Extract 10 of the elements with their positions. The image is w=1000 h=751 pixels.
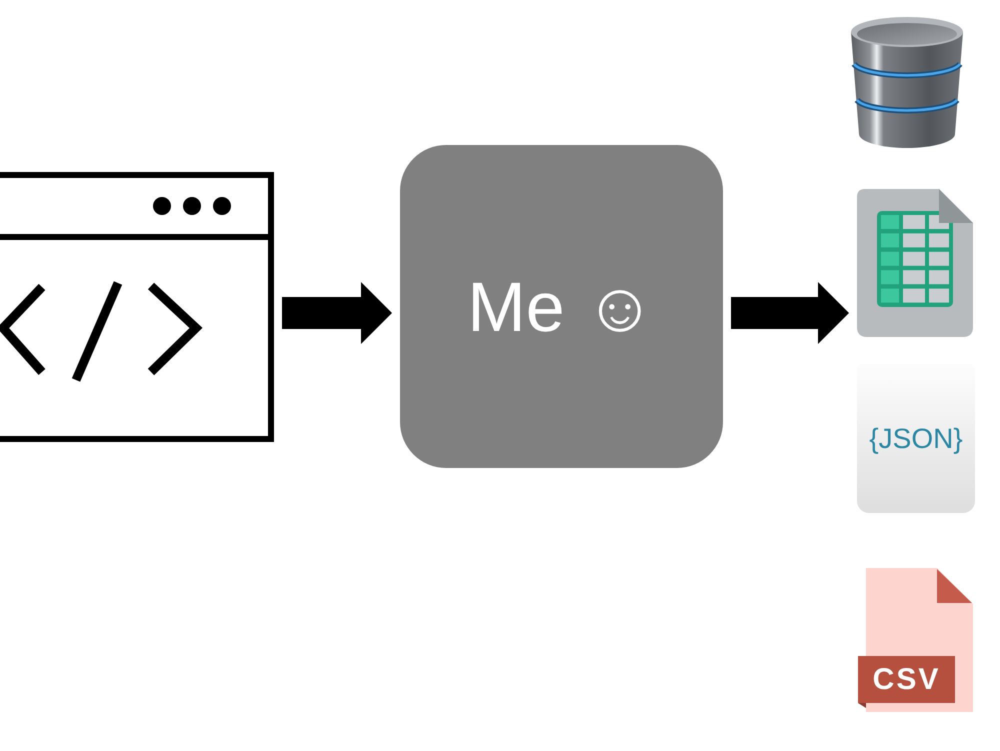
code-window-icon <box>0 172 274 442</box>
spreadsheet-icon <box>857 189 973 337</box>
file-type-banner: CSV <box>858 656 955 703</box>
database-icon <box>849 14 965 150</box>
process-box <box>400 145 723 468</box>
file-document <box>857 568 974 714</box>
block-arrow <box>282 282 392 344</box>
node-label: Me ☺ <box>467 272 656 342</box>
file-type-label: {JSON} <box>869 424 963 452</box>
block-arrow <box>731 282 849 344</box>
